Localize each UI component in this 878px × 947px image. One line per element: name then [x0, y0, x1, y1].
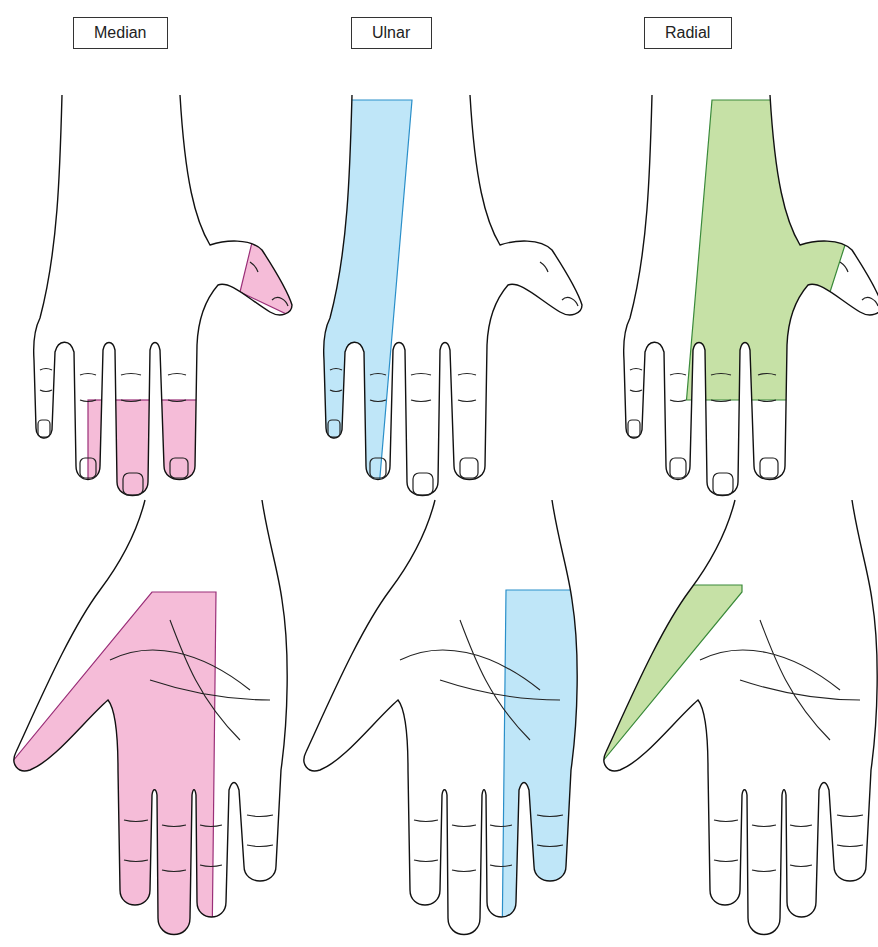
nerve-name: Median: [94, 24, 147, 42]
nerve-label-box: Radial: [644, 17, 732, 49]
nerve-label-box: Ulnar: [351, 17, 432, 49]
nerve-name: Radial: [665, 24, 711, 42]
nerve-label-box: Median: [73, 17, 168, 49]
nerve-name: Ulnar: [372, 24, 411, 42]
